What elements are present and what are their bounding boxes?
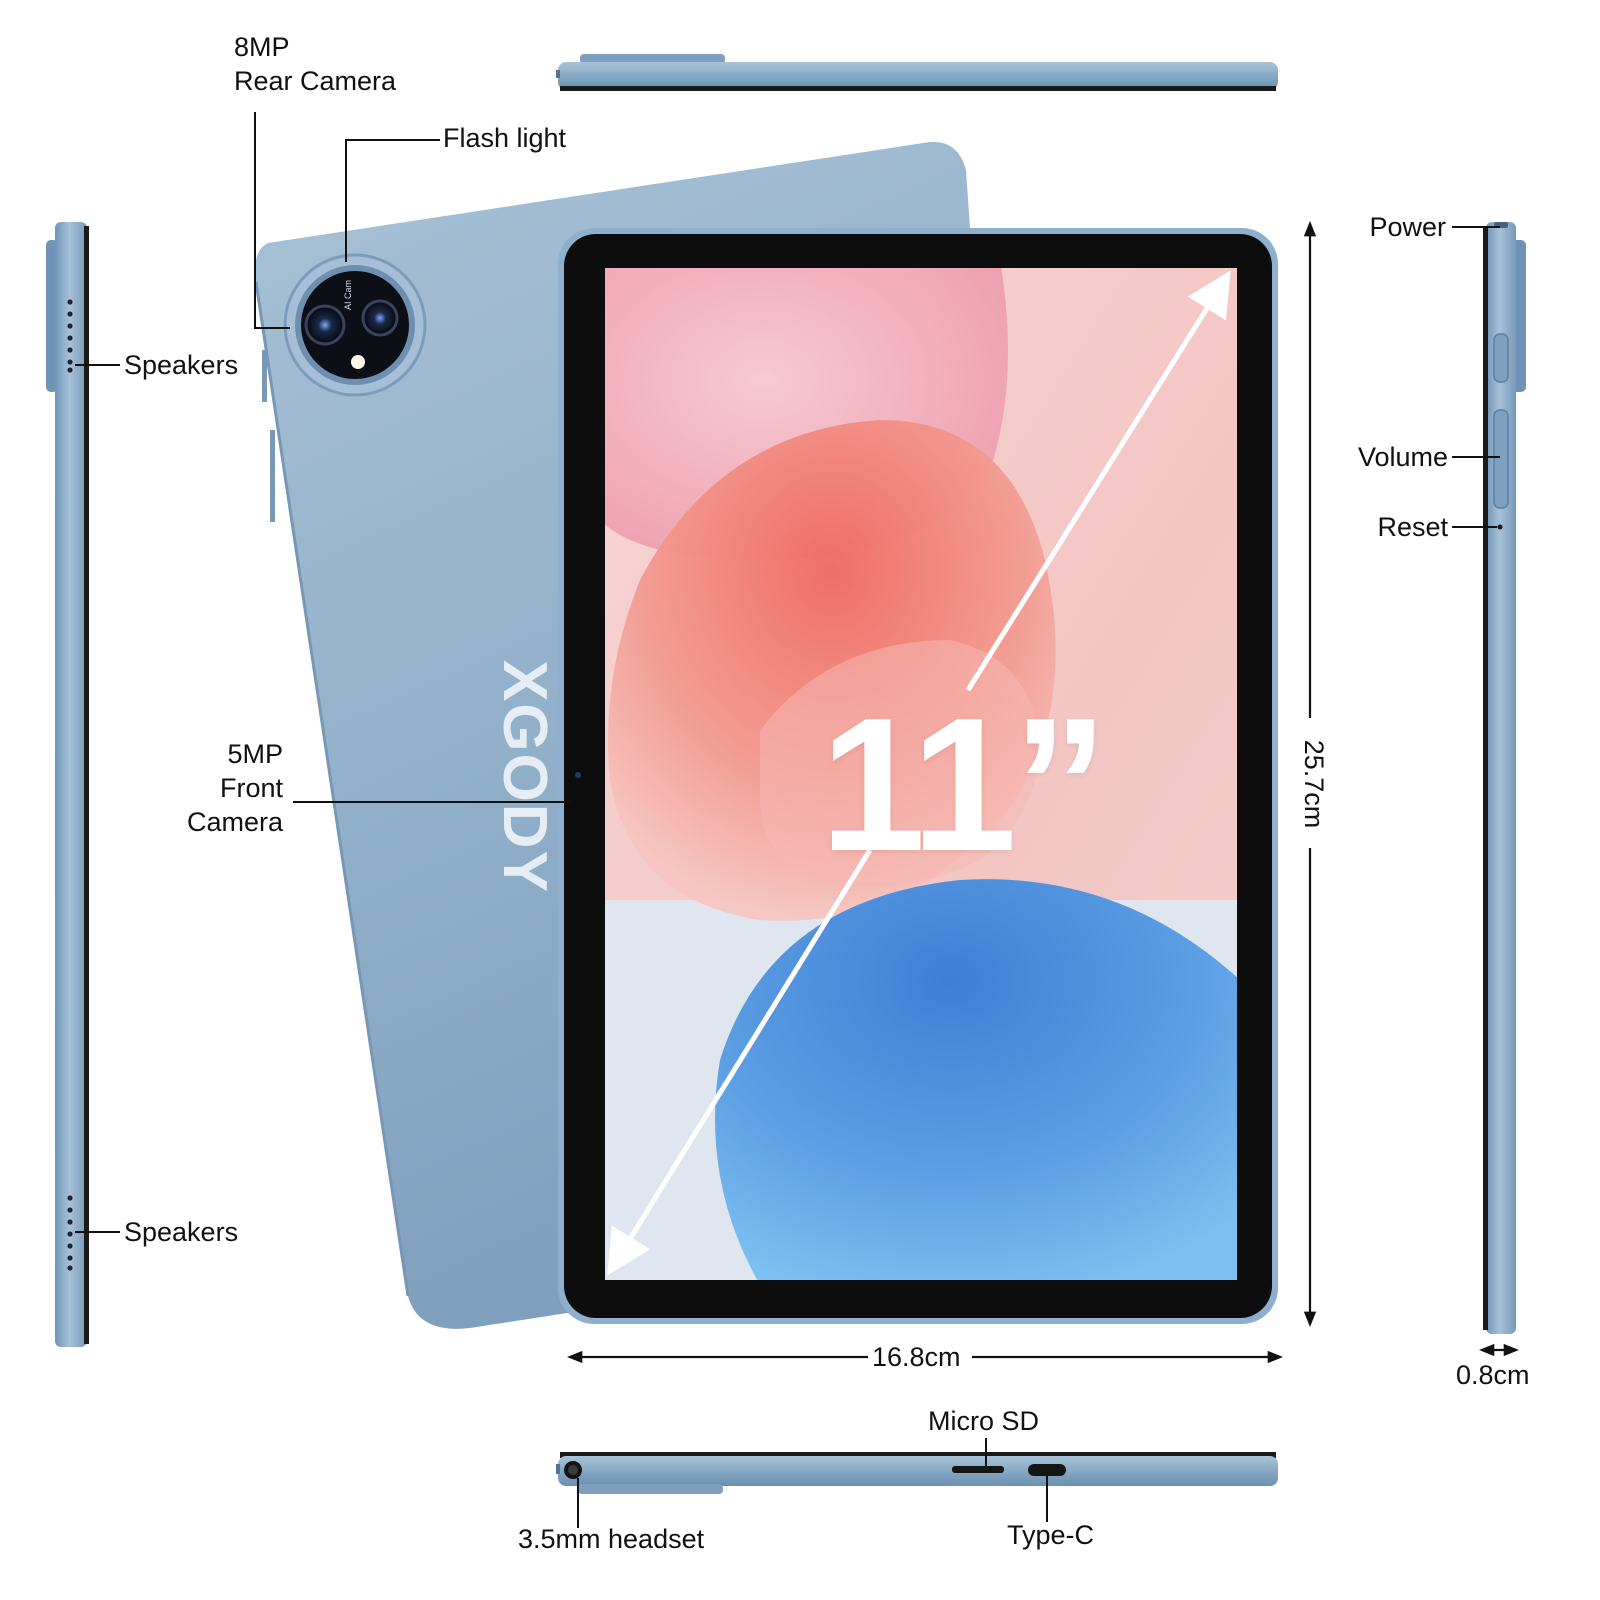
speaker-holes-bottom bbox=[67, 1195, 73, 1271]
screen-wallpaper bbox=[605, 268, 1237, 1280]
front-camera-mp: 5MP bbox=[227, 739, 283, 769]
flash-light-label: Flash light bbox=[443, 123, 567, 153]
lens-label: AI Cam bbox=[343, 279, 354, 311]
dimension-arrows bbox=[566, 220, 1520, 1364]
micro-sd-slot bbox=[952, 1466, 1004, 1473]
rear-camera-label: 8MP Rear Camera bbox=[234, 30, 396, 98]
type-c-label: Type-C bbox=[1007, 1520, 1095, 1550]
reset-label: Reset bbox=[1377, 512, 1448, 542]
speaker-holes-top bbox=[67, 299, 73, 373]
tablet-top-edge bbox=[556, 54, 1278, 91]
screen-size-label: 11” bbox=[820, 679, 1108, 891]
tablet-front bbox=[558, 228, 1278, 1324]
thickness-dimension: 0.8cm bbox=[1454, 1360, 1532, 1390]
headset-label: 3.5mm headset bbox=[518, 1524, 705, 1554]
front-camera-word: Front bbox=[219, 773, 283, 803]
callout-leaders bbox=[75, 112, 1500, 1528]
tablet-bottom-edge bbox=[556, 1452, 1278, 1494]
micro-sd-label: Micro SD bbox=[928, 1406, 1040, 1436]
speakers-top-label: Speakers bbox=[124, 350, 239, 380]
volume-label: Volume bbox=[1357, 442, 1448, 472]
front-camera-label: 5MP Front Camera bbox=[150, 737, 283, 839]
tablet-left-edge bbox=[46, 222, 89, 1347]
tablet-right-edge bbox=[1483, 222, 1526, 1334]
rear-camera-module bbox=[283, 253, 427, 397]
power-label: Power bbox=[1369, 212, 1446, 242]
width-dimension: 16.8cm bbox=[870, 1342, 963, 1372]
rear-camera-text: Rear Camera bbox=[234, 66, 397, 96]
front-camera-text: Camera bbox=[186, 807, 283, 837]
rear-camera-mp: 8MP bbox=[234, 32, 290, 62]
speakers-bottom-label: Speakers bbox=[124, 1217, 239, 1247]
usb-c-port bbox=[1028, 1464, 1066, 1476]
height-dimension: 25.7cm bbox=[1298, 722, 1330, 846]
brand-logo: XGODY bbox=[490, 660, 559, 894]
